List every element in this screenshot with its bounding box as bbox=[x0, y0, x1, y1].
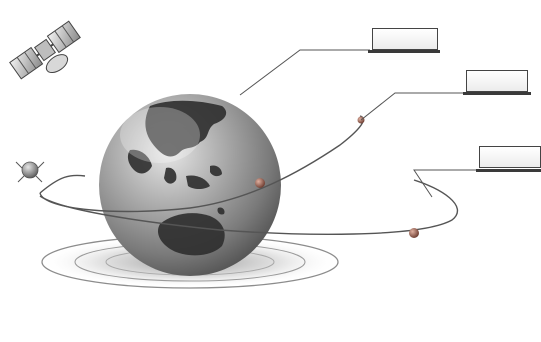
orbit-point-1 bbox=[255, 178, 265, 188]
orbit-front bbox=[39, 115, 365, 213]
label-box-1 bbox=[372, 28, 438, 50]
leader-line-1 bbox=[239, 49, 370, 96]
globe bbox=[99, 94, 281, 276]
continents bbox=[127, 100, 227, 256]
orbit-lower bbox=[39, 179, 459, 235]
leader-lines bbox=[239, 49, 478, 198]
label-box-2 bbox=[466, 70, 528, 92]
label-box-3 bbox=[479, 146, 541, 168]
leader-line-3 bbox=[413, 169, 478, 198]
orbit-back bbox=[39, 174, 86, 194]
label-underlines bbox=[368, 50, 541, 172]
small-satellite-icon bbox=[15, 161, 45, 183]
orbit-point-3 bbox=[409, 228, 419, 238]
leader-line-2 bbox=[360, 92, 465, 121]
satellite-icon bbox=[9, 20, 81, 80]
